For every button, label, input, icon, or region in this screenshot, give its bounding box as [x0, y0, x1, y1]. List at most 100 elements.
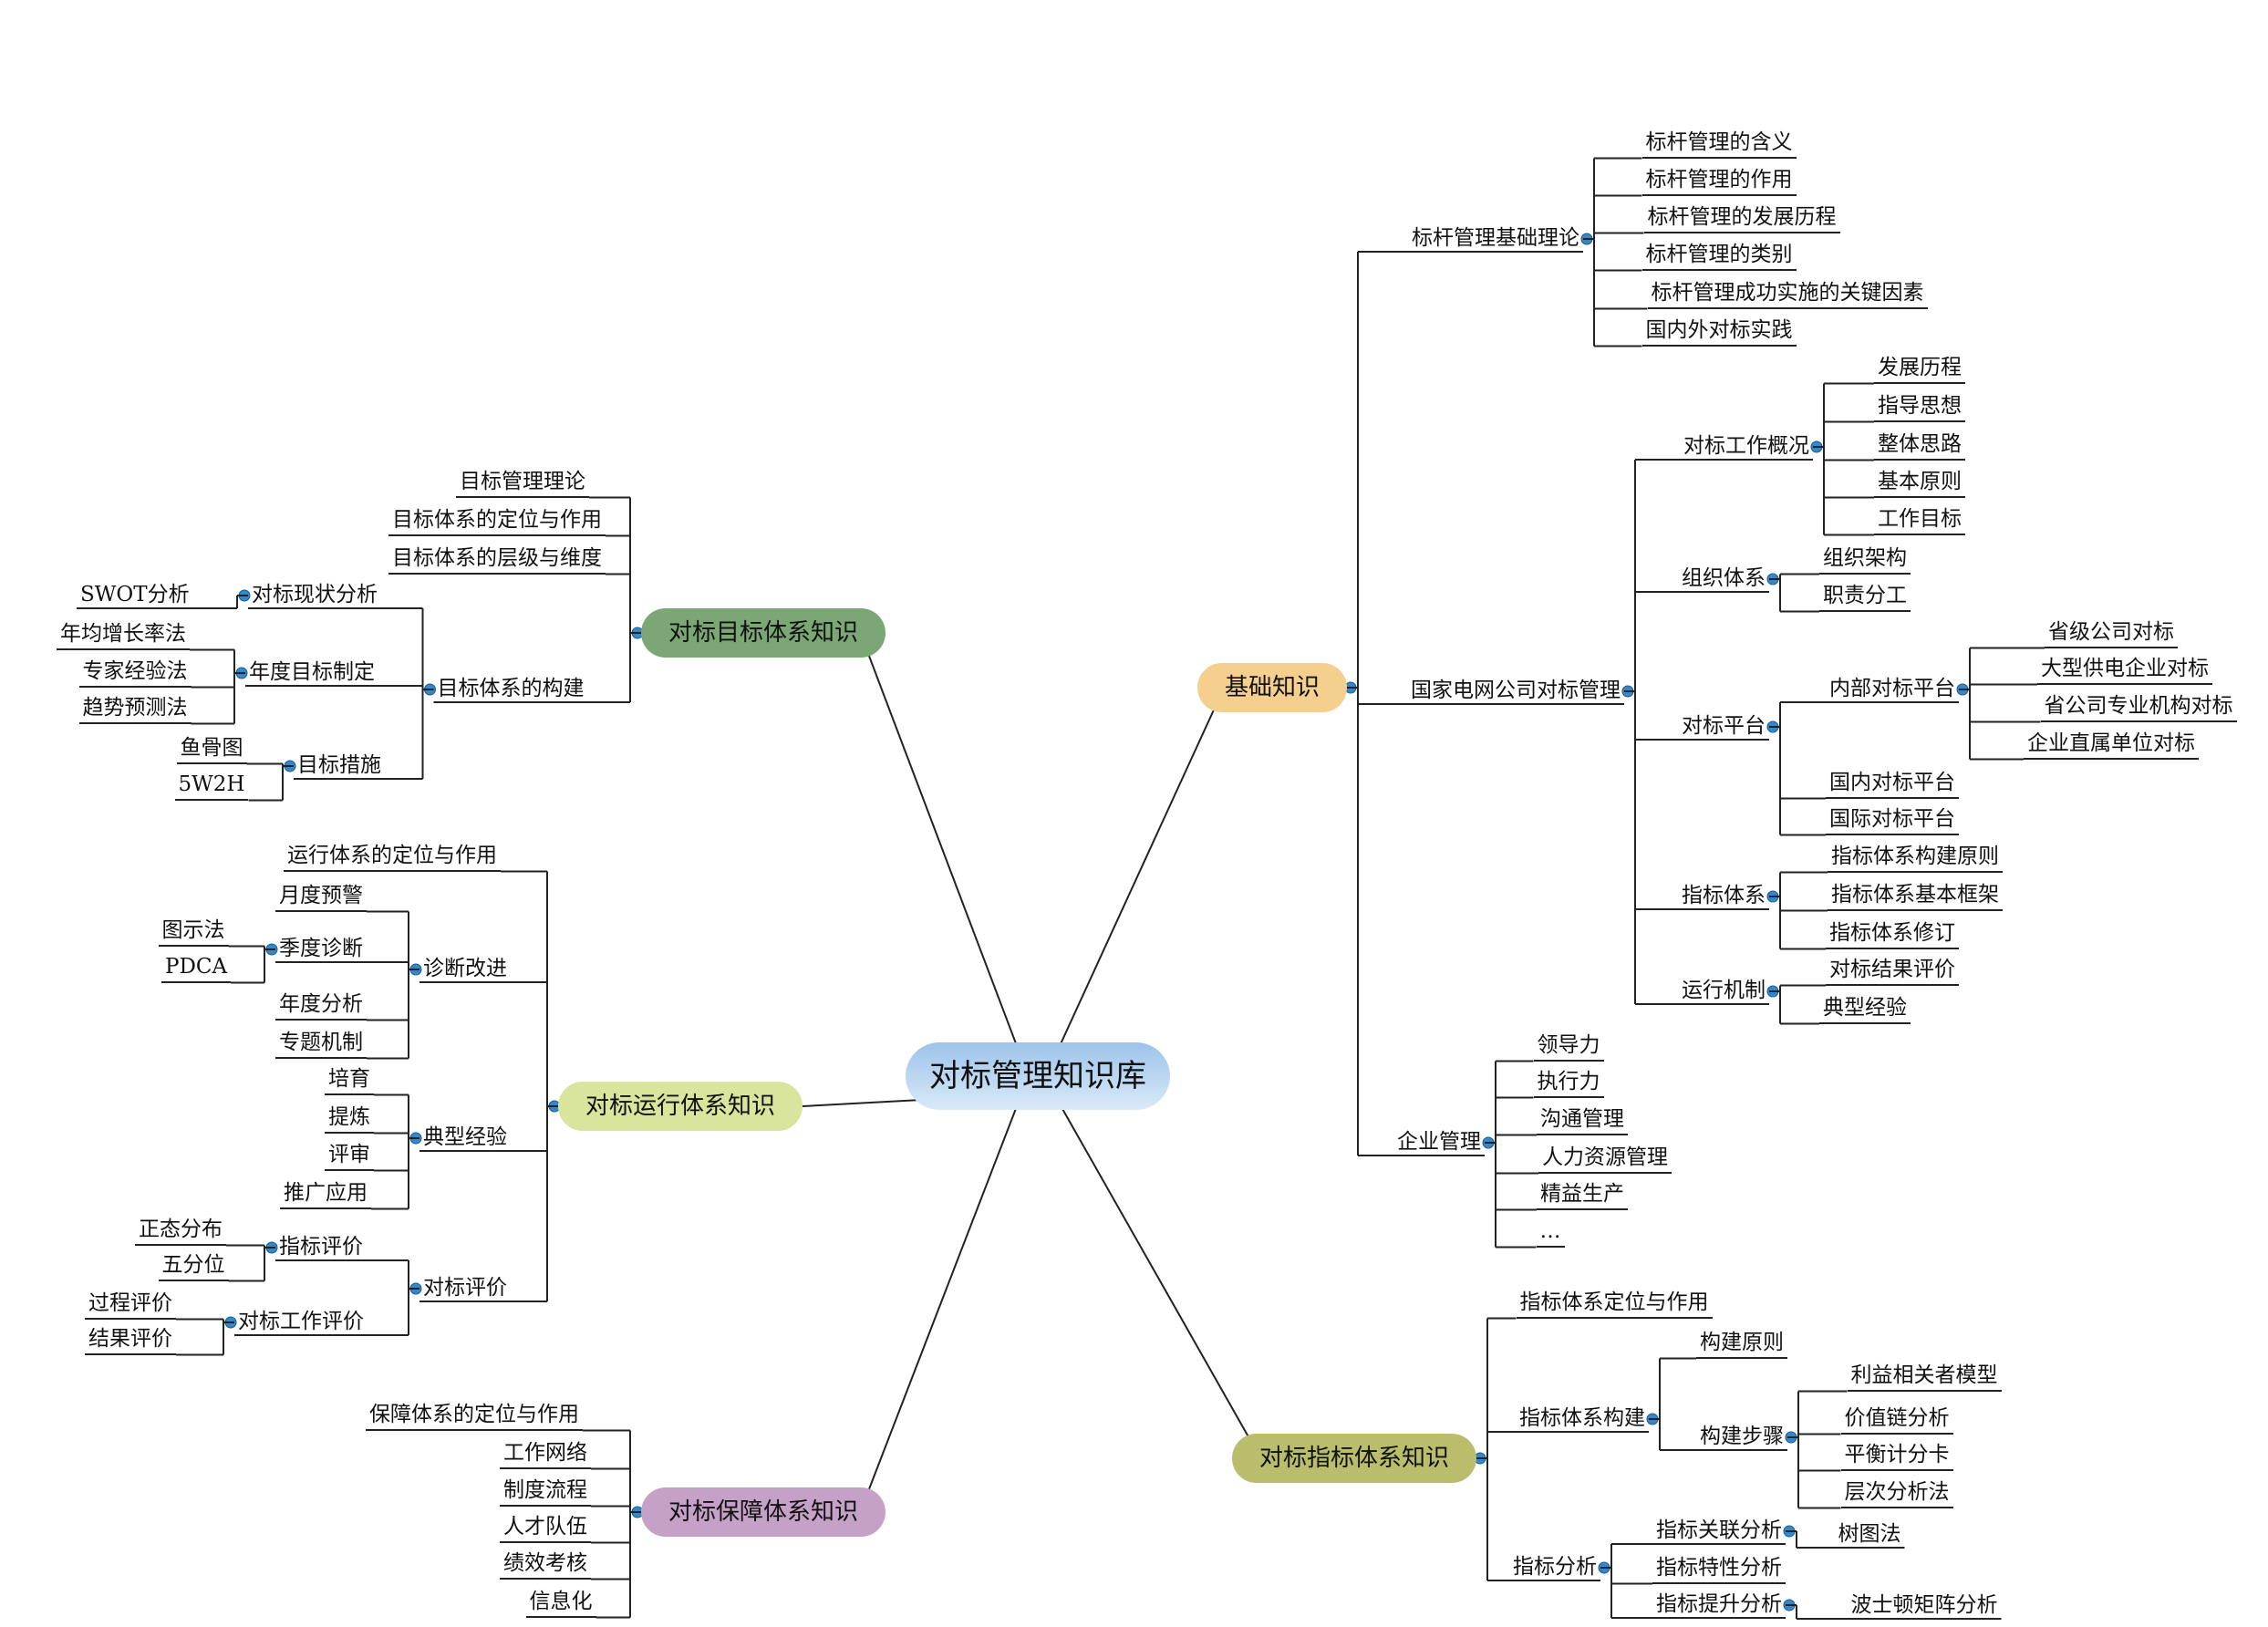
node-i2-2-2[interactable]: 价值链分析 — [1840, 1406, 1953, 1435]
node-r2-2-2[interactable]: PDCA — [161, 955, 232, 983]
node-i2-2[interactable]: 构建步骤 — [1700, 1424, 1784, 1448]
node-i2-2-4[interactable]: 层次分析法 — [1840, 1480, 1953, 1508]
node-b2-3-1-3[interactable]: 省公司专业机构对标 — [2040, 694, 2237, 722]
center-topic[interactable]: 对标管理知识库 — [906, 1042, 1170, 1110]
node-i1[interactable]: 指标体系定位与作用 — [1516, 1290, 1713, 1319]
node-b2-3-1[interactable]: 内部对标平台 — [1829, 676, 1955, 700]
node-b2-2-1[interactable]: 组织架构 — [1819, 546, 1911, 575]
node-i3-3-1[interactable]: 波士顿矩阵分析 — [1850, 1592, 1998, 1617]
node-g6[interactable]: 信息化 — [525, 1590, 596, 1618]
node-t4-3[interactable]: 目标措施 — [297, 752, 381, 777]
node-t4-2-3[interactable]: 趋势预测法 — [78, 696, 192, 724]
node-t4-3-1[interactable]: 鱼骨图 — [176, 736, 247, 764]
node-r4-2[interactable]: 对标工作评价 — [238, 1309, 364, 1333]
node-t4[interactable]: 目标体系的构建 — [437, 676, 585, 700]
node-b2-1-4[interactable]: 基本原则 — [1874, 470, 1965, 498]
node-b2-4-1[interactable]: 指标体系构建原则 — [1828, 845, 2003, 873]
node-b2-2[interactable]: 组织体系 — [1682, 565, 1766, 590]
node-b3-5[interactable]: 精益生产 — [1537, 1182, 1628, 1210]
branch-indicator-system[interactable]: 对标指标体系知识 — [1232, 1434, 1477, 1483]
node-t4-2-1[interactable]: 年均增长率法 — [57, 622, 190, 650]
node-r3-2[interactable]: 提炼 — [325, 1105, 374, 1134]
node-r4-1[interactable]: 指标评价 — [279, 1234, 363, 1259]
node-b2-3-2[interactable]: 国内对标平台 — [1826, 771, 1959, 799]
node-r2-2-1[interactable]: 图示法 — [158, 918, 229, 947]
node-b2-5-1[interactable]: 对标结果评价 — [1826, 958, 1959, 986]
node-b2-4[interactable]: 指标体系 — [1682, 883, 1766, 907]
node-i2-2-3[interactable]: 平衡计分卡 — [1840, 1443, 1953, 1471]
node-r3-3[interactable]: 评审 — [325, 1143, 374, 1171]
branch-guarantee-system[interactable]: 对标保障体系知识 — [641, 1487, 886, 1537]
node-t4-1[interactable]: 对标现状分析 — [252, 582, 378, 606]
node-r3-1[interactable]: 培育 — [325, 1067, 374, 1095]
node-t1[interactable]: 目标管理理论 — [456, 470, 589, 498]
node-b3[interactable]: 企业管理 — [1397, 1129, 1481, 1154]
node-b2-3-3[interactable]: 国际对标平台 — [1826, 807, 1959, 835]
node-b3-6[interactable]: … — [1536, 1219, 1565, 1248]
node-b1-1[interactable]: 标杆管理的含义 — [1641, 130, 1797, 159]
node-r3[interactable]: 典型经验 — [423, 1124, 507, 1149]
node-r4-1-1[interactable]: 正态分布 — [135, 1218, 226, 1246]
node-g3[interactable]: 制度流程 — [500, 1478, 591, 1507]
node-r2-4[interactable]: 专题机制 — [275, 1031, 367, 1059]
node-b1[interactable]: 标杆管理基础理论 — [1412, 225, 1579, 250]
node-b2-1-3[interactable]: 整体思路 — [1874, 432, 1965, 461]
node-b2-3-1-4[interactable]: 企业直属单位对标 — [2024, 731, 2199, 760]
node-i3-2[interactable]: 指标特性分析 — [1652, 1556, 1786, 1584]
node-r4-1-2[interactable]: 五分位 — [158, 1253, 229, 1281]
node-t3[interactable]: 目标体系的层级与维度 — [388, 546, 606, 575]
node-i3-3[interactable]: 指标提升分析 — [1656, 1591, 1782, 1616]
branch-run-system[interactable]: 对标运行体系知识 — [558, 1082, 803, 1131]
node-b2-1-1[interactable]: 发展历程 — [1874, 356, 1965, 384]
node-r2[interactable]: 诊断改进 — [423, 956, 507, 980]
node-b2-3-1-1[interactable]: 省级公司对标 — [2045, 620, 2178, 648]
node-i2[interactable]: 指标体系构建 — [1519, 1405, 1645, 1430]
node-r1[interactable]: 运行体系的定位与作用 — [284, 844, 501, 872]
node-i3[interactable]: 指标分析 — [1513, 1554, 1597, 1579]
node-b1-5[interactable]: 标杆管理成功实施的关键因素 — [1647, 281, 1928, 309]
node-i2-1[interactable]: 构建原则 — [1696, 1331, 1787, 1359]
node-b2-1-2[interactable]: 指导思想 — [1874, 394, 1965, 422]
connector-center-target — [866, 650, 1022, 1059]
node-t4-3-2[interactable]: 5W2H — [174, 772, 249, 801]
node-i3-1-1[interactable]: 树图法 — [1838, 1521, 1901, 1546]
node-b3-1[interactable]: 领导力 — [1533, 1033, 1604, 1062]
node-r2-3[interactable]: 年度分析 — [275, 992, 367, 1021]
node-b2-3[interactable]: 对标平台 — [1682, 713, 1766, 738]
node-i2-2-1[interactable]: 利益相关者模型 — [1847, 1363, 2002, 1392]
node-g5[interactable]: 绩效考核 — [500, 1551, 591, 1580]
node-b3-3[interactable]: 沟通管理 — [1537, 1107, 1628, 1135]
node-b2-1[interactable]: 对标工作概况 — [1683, 433, 1809, 458]
node-t4-2[interactable]: 年度目标制定 — [249, 659, 375, 684]
node-b2-2-2[interactable]: 职责分工 — [1819, 584, 1911, 612]
node-t4-2-2[interactable]: 专家经验法 — [78, 659, 192, 688]
node-g1[interactable]: 保障体系的定位与作用 — [366, 1403, 583, 1431]
node-b1-3[interactable]: 标杆管理的发展历程 — [1643, 205, 1840, 233]
node-r2-1[interactable]: 月度预警 — [275, 884, 367, 912]
node-b1-2[interactable]: 标杆管理的作用 — [1641, 168, 1797, 196]
node-b1-6[interactable]: 国内外对标实践 — [1641, 318, 1797, 347]
node-b2-1-5[interactable]: 工作目标 — [1874, 507, 1965, 535]
node-b2-4-3[interactable]: 指标体系修订 — [1826, 921, 1959, 949]
node-r2-2[interactable]: 季度诊断 — [279, 936, 363, 960]
node-b3-4[interactable]: 人力资源管理 — [1538, 1145, 1672, 1174]
node-t2[interactable]: 目标体系的定位与作用 — [388, 508, 606, 536]
node-r4[interactable]: 对标评价 — [423, 1275, 507, 1300]
node-t4-1-1[interactable]: SWOT分析 — [80, 582, 190, 606]
node-b2-3-1-2[interactable]: 大型供电企业对标 — [2037, 657, 2212, 685]
node-b1-4[interactable]: 标杆管理的类别 — [1641, 243, 1797, 271]
branch-basic-knowledge[interactable]: 基础知识 — [1197, 663, 1348, 712]
branch-target-system[interactable]: 对标目标体系知识 — [641, 608, 886, 658]
node-b2[interactable]: 国家电网公司对标管理 — [1411, 678, 1621, 702]
node-b2-4-2[interactable]: 指标体系基本框架 — [1828, 883, 2003, 911]
node-g2[interactable]: 工作网络 — [500, 1441, 591, 1469]
node-r4-2-1[interactable]: 过程评价 — [85, 1291, 176, 1320]
node-i3-1[interactable]: 指标关联分析 — [1656, 1518, 1782, 1542]
node-b2-5[interactable]: 运行机制 — [1682, 978, 1766, 1002]
node-g4[interactable]: 人才队伍 — [500, 1515, 591, 1543]
node-b3-2[interactable]: 执行力 — [1533, 1070, 1604, 1098]
node-r4-2-2[interactable]: 结果评价 — [85, 1327, 176, 1355]
node-r3-4[interactable]: 推广应用 — [280, 1181, 371, 1209]
node-b2-5-2[interactable]: 典型经验 — [1819, 996, 1911, 1024]
